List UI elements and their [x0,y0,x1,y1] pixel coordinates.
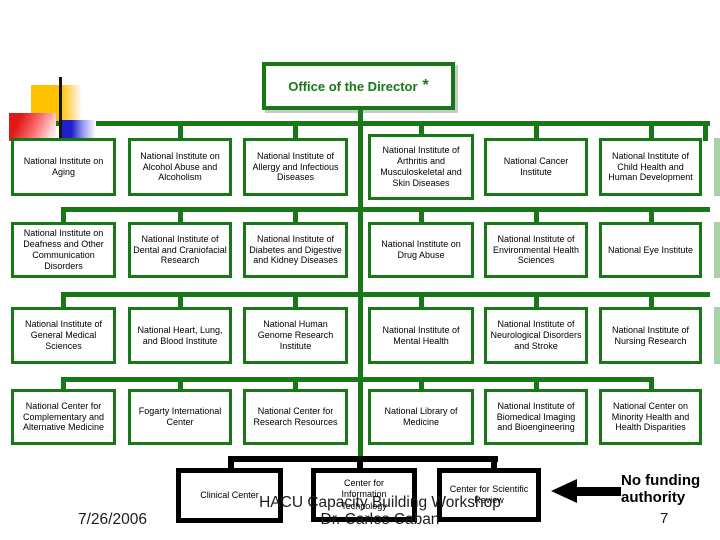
no-funding-authority-label: No funding authority [621,472,701,506]
org-box-r1c3: National Institute of Allergy and Infect… [243,138,348,196]
connector-row3 [61,292,710,297]
director-title: Office of the Director [288,78,418,94]
corner-decoration-blue-bar [62,120,96,139]
connector-stub [178,124,183,139]
connector-stub [649,380,654,390]
org-box-r3c3: National Human Genome Research Institute [243,307,348,364]
connector-row4 [61,377,654,382]
org-box-r4c3: National Center for Research Resources [243,389,348,445]
org-box-r2c4: National Institute on Drug Abuse [368,222,474,278]
org-box-r2c2: National Institute of Dental and Craniof… [128,222,232,278]
center-box-clinical-center: Clinical Center [176,468,283,523]
org-box-r3c6: National Institute of Nursing Research [599,307,702,364]
org-box-r1c2: National Institute on Alcohol Abuse and … [128,138,232,196]
connector-stub [649,295,654,308]
connector-stub [534,295,539,308]
office-of-the-director-box: Office of the Director * [262,62,455,110]
center-box-label: Center for Information Technology [341,478,387,511]
connector-stub [649,210,654,223]
org-box-r2c6: National Eye Institute [599,222,702,278]
center-box-information-technology: Center for Information Technology [311,468,417,522]
org-box-r4c6: National Center on Minority Health and H… [599,389,702,445]
corner-decoration-vertical-line [59,77,62,141]
footer-date: 7/26/2006 [78,511,147,528]
cutoff-box-sliver [714,138,720,196]
connector-stub [61,295,66,308]
org-box-r3c4: National Institute of Mental Health [368,307,474,364]
org-box-r4c5: National Institute of Biomedical Imaging… [484,389,588,445]
org-box-r3c1: National Institute of General Medical Sc… [11,307,116,364]
center-box-label: Clinical Center [200,489,259,500]
org-box-r1c4: National Institute of Arthritis and Musc… [368,134,474,200]
footer-workshop-title: HACU Capacity Building Workshop [259,494,501,511]
left-arrow-shaft [576,487,621,496]
footer-page-number: 7 [660,510,669,527]
connector-stub [293,124,298,139]
cutoff-box-sliver [714,222,720,278]
org-box-r4c4: National Library of Medicine [368,389,474,445]
org-box-r2c5: National Institute of Environmental Heal… [484,222,588,278]
org-box-r4c2: Fogarty International Center [128,389,232,445]
connector-stub [534,124,539,139]
connector-stub [228,460,234,470]
org-box-r2c3: National Institute of Diabetes and Diges… [243,222,348,278]
connector-stub [357,460,363,470]
center-box-label: Center for Scientific Review [449,483,529,505]
connector-stub [419,210,424,223]
connector-stub [703,124,708,141]
connector-trunk [358,108,363,458]
connector-stub [293,380,298,390]
org-box-r1c5: National Cancer Institute [484,138,588,196]
org-box-r3c2: National Heart, Lung, and Blood Institut… [128,307,232,364]
connector-stub [419,124,424,135]
connector-stub [178,210,183,223]
connector-stub [61,380,66,390]
connector-stub [419,295,424,308]
footer-presenter: Dr. Carlos Caban [320,511,440,528]
connector-stub [534,210,539,223]
connector-stub [178,295,183,308]
connector-stub [293,210,298,223]
org-box-r4c1: National Center for Complementary and Al… [11,389,116,445]
left-arrow-icon [551,479,577,503]
connector-stub [534,380,539,390]
connector-stub [419,380,424,390]
org-box-r1c1: National Institute on Aging [11,138,116,196]
center-box-scientific-review: Center for Scientific Review [437,468,541,522]
cutoff-box-sliver [714,307,720,364]
connector-stub [178,380,183,390]
org-box-r3c5: National Institute of Neurological Disor… [484,307,588,364]
connector-stub [491,460,497,470]
corner-decoration-red-square [9,113,56,141]
director-asterisk: * [422,77,429,94]
connector-row1 [10,121,710,126]
connector-stub [649,124,654,139]
connector-row2 [61,207,710,212]
org-box-r2c1: National Institute on Deafness and Other… [11,222,116,278]
connector-centers [228,456,498,462]
org-box-r1c6: National Institute of Child Health and H… [599,138,702,196]
connector-stub [293,295,298,308]
connector-stub [61,210,66,223]
